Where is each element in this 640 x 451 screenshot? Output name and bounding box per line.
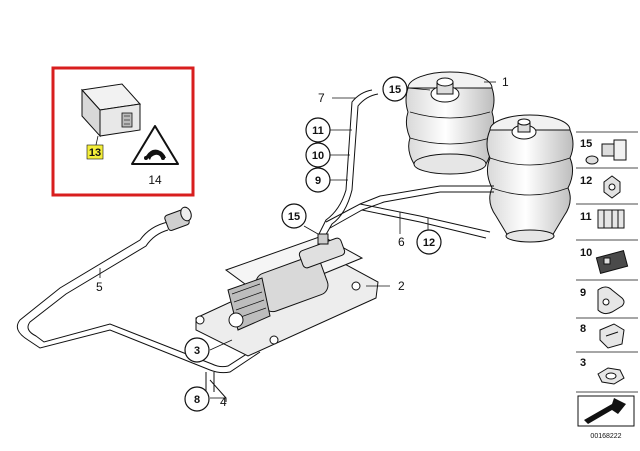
callout-3[interactable]: 3: [184, 337, 210, 363]
callout-11[interactable]: 11: [305, 117, 331, 143]
svg-text:1: 1: [502, 75, 509, 89]
connector-icon: [597, 209, 625, 229]
callout-15-spring[interactable]: 15: [382, 76, 408, 102]
svg-text:3: 3: [580, 357, 586, 369]
svg-text:12: 12: [423, 237, 435, 249]
callout-15-compressor[interactable]: 15: [281, 203, 307, 229]
svg-text:9: 9: [580, 287, 586, 299]
callout-4[interactable]: 4: [220, 395, 227, 409]
callout-2[interactable]: 2: [398, 279, 405, 293]
svg-text:3: 3: [194, 345, 200, 357]
svg-text:4: 4: [220, 395, 227, 409]
callout-8[interactable]: 8: [184, 386, 210, 412]
svg-text:12: 12: [580, 175, 592, 187]
svg-text:8: 8: [580, 323, 586, 335]
svg-text:8: 8: [194, 394, 200, 406]
plug-icon: [595, 250, 629, 274]
callout-14[interactable]: 14: [148, 173, 162, 187]
legend-item-arrow[interactable]: [577, 395, 635, 427]
svg-text:11: 11: [580, 211, 592, 223]
callout-9[interactable]: 9: [305, 167, 331, 193]
hex-nipple-icon: [603, 175, 621, 199]
svg-text:15: 15: [580, 138, 592, 150]
legend-item-15[interactable]: 15: [580, 138, 627, 165]
callout-12[interactable]: 12: [416, 229, 442, 255]
label-highlight: [86, 144, 104, 160]
hex-nut-icon: [597, 367, 625, 385]
fitting-icon: [585, 139, 627, 165]
svg-text:11: 11: [312, 125, 324, 137]
callout-1[interactable]: 1: [502, 75, 509, 89]
bracket-icon: [597, 286, 625, 315]
arrow-icon: [584, 398, 626, 424]
svg-text:7: 7: [318, 91, 325, 105]
legend-item-12[interactable]: 12: [580, 175, 621, 199]
legend-item-8[interactable]: 8: [580, 323, 625, 349]
control-unit-part[interactable]: [81, 83, 141, 146]
clip-icon: [599, 323, 625, 349]
svg-text:2: 2: [398, 279, 405, 293]
svg-text:10: 10: [312, 150, 324, 162]
air-spring-rear[interactable]: [486, 114, 574, 243]
diagram-code: 00168222: [590, 433, 621, 440]
legend-panel: 15 12 11 10: [576, 131, 638, 440]
legend-item-10[interactable]: 10: [580, 247, 629, 274]
legend-item-11[interactable]: 11: [580, 209, 625, 229]
air-spring-front[interactable]: [405, 71, 495, 175]
inset-panel: 13 14: [51, 66, 195, 197]
svg-text:6: 6: [398, 235, 405, 249]
svg-text:9: 9: [315, 175, 321, 187]
callout-5[interactable]: 5: [96, 280, 103, 294]
svg-text:5: 5: [96, 280, 103, 294]
callout-13[interactable]: 13: [89, 147, 101, 159]
compressor-assembly[interactable]: [195, 233, 379, 357]
legend-item-9[interactable]: 9: [580, 286, 625, 315]
highlight-box: [51, 66, 195, 197]
svg-text:10: 10: [580, 247, 592, 259]
callout-7[interactable]: 7: [318, 91, 325, 105]
warning-triangle-icon[interactable]: [131, 125, 179, 165]
legend-item-3[interactable]: 3: [580, 357, 625, 385]
svg-text:15: 15: [288, 211, 300, 223]
callout-6[interactable]: 6: [398, 235, 405, 249]
callout-10[interactable]: 10: [305, 142, 331, 168]
svg-text:15: 15: [389, 84, 401, 96]
pressure-sensor-part[interactable]: [164, 206, 193, 232]
